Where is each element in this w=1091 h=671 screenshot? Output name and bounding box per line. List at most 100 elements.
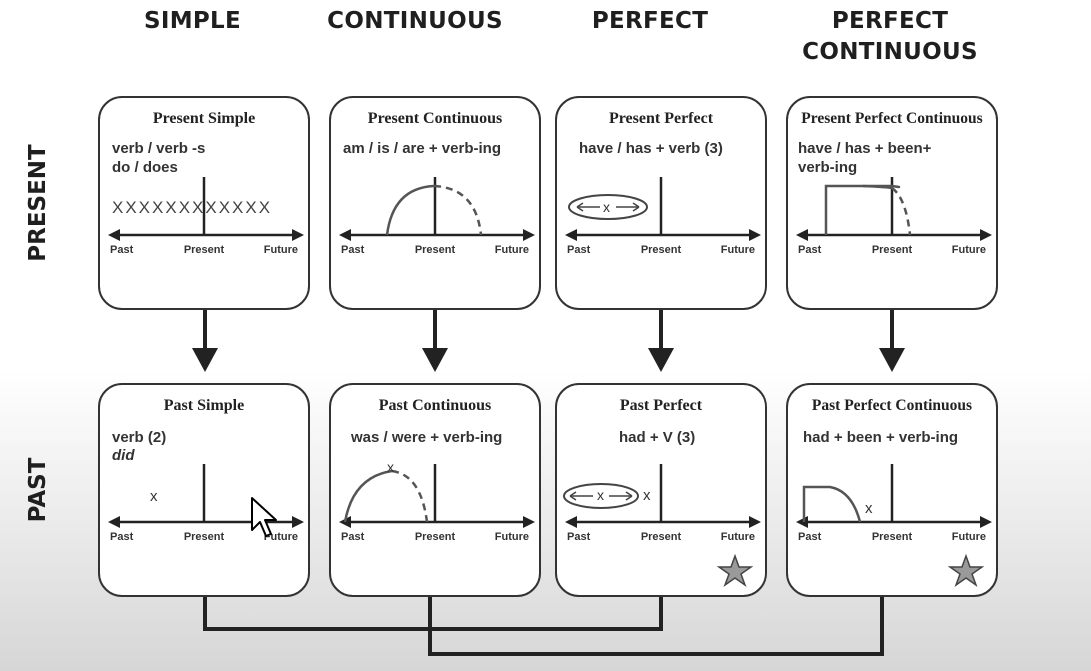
earlier-time-ellipse — [563, 483, 639, 509]
timeline-arrow-right — [980, 229, 992, 241]
box-title: Past Simple — [163, 397, 245, 414]
timeline-arrow-left — [108, 516, 120, 528]
timeline-arrow-right — [292, 516, 304, 528]
timeline: Past Present Future — [339, 464, 535, 543]
box-title: Present Perfect — [608, 110, 714, 127]
box-present-perfect: Present Perfect have / has + verb (3) Pa… — [555, 96, 767, 310]
ellipse-arrowheads — [576, 202, 640, 212]
column-header-perfect-continuous-line2: CONTINUOUS — [802, 39, 978, 65]
box-past-perfect: Past Perfect had + V (3) Past Present Futu… — [555, 383, 767, 597]
timeline-label-present: Present — [641, 244, 682, 256]
timeline-label-present: Present — [641, 531, 682, 543]
duration-bar — [824, 184, 901, 235]
action-mark: x — [643, 487, 651, 504]
timeline-label-future: Future — [264, 244, 298, 256]
box-past-simple: Past Simple verb (2) did Past Present Futu… — [98, 383, 310, 597]
timeline-label-future: Future — [721, 244, 755, 256]
action-mark: x — [603, 199, 610, 215]
timeline: Past Present Future — [108, 177, 304, 256]
form-line-1: verb (2) — [112, 429, 167, 446]
timeline-arrow-right — [523, 229, 535, 241]
column-header-perfect-continuous-line1: PERFECT — [831, 8, 949, 34]
form-line-2: did — [112, 447, 135, 464]
repeated-action-marks: XXXXXXXXXXXX — [112, 198, 273, 217]
column-header-continuous: CONTINUOUS — [327, 8, 503, 34]
timeline-label-present: Present — [184, 531, 225, 543]
timeline: Past Present Future — [563, 464, 761, 587]
timeline-label-past: Past — [567, 531, 591, 543]
duration-curve — [802, 485, 862, 523]
timeline: Past Present Future — [108, 464, 304, 543]
box-present-continuous: Present Continuous am / is / are + verb-… — [329, 96, 541, 310]
timeline-label-past: Past — [798, 531, 822, 543]
timeline-label-past: Past — [798, 244, 822, 256]
form-line-1: have / has + been+ — [798, 140, 932, 157]
timeline-label-future: Future — [952, 244, 986, 256]
arrowhead-simple — [192, 348, 218, 372]
timeline-label-future: Future — [495, 244, 529, 256]
box-present-simple: Present Simple verb / verb -s do / does … — [98, 96, 310, 310]
box-title: Past Continuous — [378, 397, 492, 414]
timeline-label-present: Present — [184, 244, 225, 256]
timeline-label-future: Future — [495, 531, 529, 543]
form-line-1: am / is / are + verb-ing — [343, 140, 501, 157]
timeline-label-past: Past — [110, 244, 134, 256]
timeline-label-past: Past — [567, 244, 591, 256]
ellipse-arrowheads — [569, 491, 633, 501]
timeline-label-future: Future — [264, 531, 298, 543]
box-past-continuous: Past Continuous was / were + verb-ing Pa… — [329, 383, 541, 597]
timeline-arrow-right — [523, 516, 535, 528]
timeline-label-present: Present — [872, 244, 913, 256]
ongoing-action-curve — [343, 469, 393, 523]
timeline-arrow-left — [796, 229, 808, 241]
timeline-label-past: Past — [341, 531, 365, 543]
arrowhead-perfect — [648, 348, 674, 372]
box-title: Present Continuous — [367, 110, 503, 127]
arrowhead-perfect-continuous — [879, 348, 905, 372]
action-mark: x — [865, 500, 873, 517]
timeline-arrow-right — [749, 516, 761, 528]
form-line-1: was / were + verb-ing — [351, 429, 503, 446]
ongoing-action-curve-future — [433, 184, 483, 236]
timeline-label-present: Present — [872, 531, 913, 543]
column-header-perfect-continuous: PERFECT CONTINUOUS — [795, 6, 985, 68]
timeline-label-future: Future — [721, 531, 755, 543]
form-line-2: verb-ing — [798, 159, 858, 176]
mouse-cursor-icon — [251, 497, 277, 537]
action-mark: x — [150, 488, 158, 505]
box-title: Past Perfect — [619, 397, 703, 414]
column-header-perfect: PERFECT — [591, 8, 709, 34]
action-mark-earlier: x — [597, 487, 604, 503]
timeline-label-present: Present — [415, 531, 456, 543]
timeline-label-past: Past — [341, 244, 365, 256]
timeline-arrow-right — [292, 229, 304, 241]
form-line-2: do / does — [112, 159, 178, 176]
star-icon — [716, 553, 754, 587]
action-mark: x — [387, 459, 394, 475]
connector-past-simple-to-past-perfect — [203, 570, 663, 631]
duration-curve-future — [891, 186, 912, 236]
timeline: Past Present Future — [565, 177, 761, 256]
box-present-perfect-continuous: Present Perfect Continuous have / has + … — [786, 96, 998, 310]
timeline-arrow-left — [108, 229, 120, 241]
ongoing-action-curve — [385, 184, 435, 236]
timeline: Past Present Future — [796, 464, 992, 587]
timeline: Past Present Future — [796, 177, 992, 256]
timeline-arrow-left — [565, 516, 577, 528]
timeline-arrow-left — [339, 229, 351, 241]
timeline-label-past: Past — [110, 531, 134, 543]
timeline-label-future: Future — [952, 531, 986, 543]
unspecified-time-ellipse — [568, 194, 648, 220]
timeline-arrow-left — [565, 229, 577, 241]
box-title: Past Perfect Continuous — [811, 397, 973, 414]
timeline-arrow-right — [749, 229, 761, 241]
connector-past-continuous-to-past-perfect-continuous — [428, 570, 884, 656]
box-past-perfect-continuous: Past Perfect Continuous had + been + ver… — [786, 383, 998, 597]
star-icon — [947, 553, 985, 587]
box-title: Present Simple — [152, 110, 256, 127]
duration-curve — [862, 184, 893, 190]
form-line-1: had + been + verb-ing — [803, 429, 959, 446]
timeline-arrow-right — [980, 516, 992, 528]
form-line-1: had + V (3) — [619, 429, 696, 446]
